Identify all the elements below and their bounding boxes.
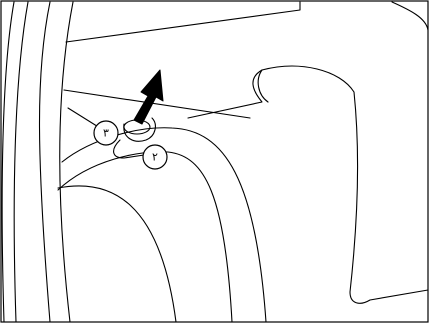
callout-2: ٢: [143, 145, 167, 169]
callout-2-label: ٢: [152, 151, 158, 164]
callout-3: ٣: [94, 121, 118, 145]
callout-3-label: ٣: [103, 127, 109, 140]
